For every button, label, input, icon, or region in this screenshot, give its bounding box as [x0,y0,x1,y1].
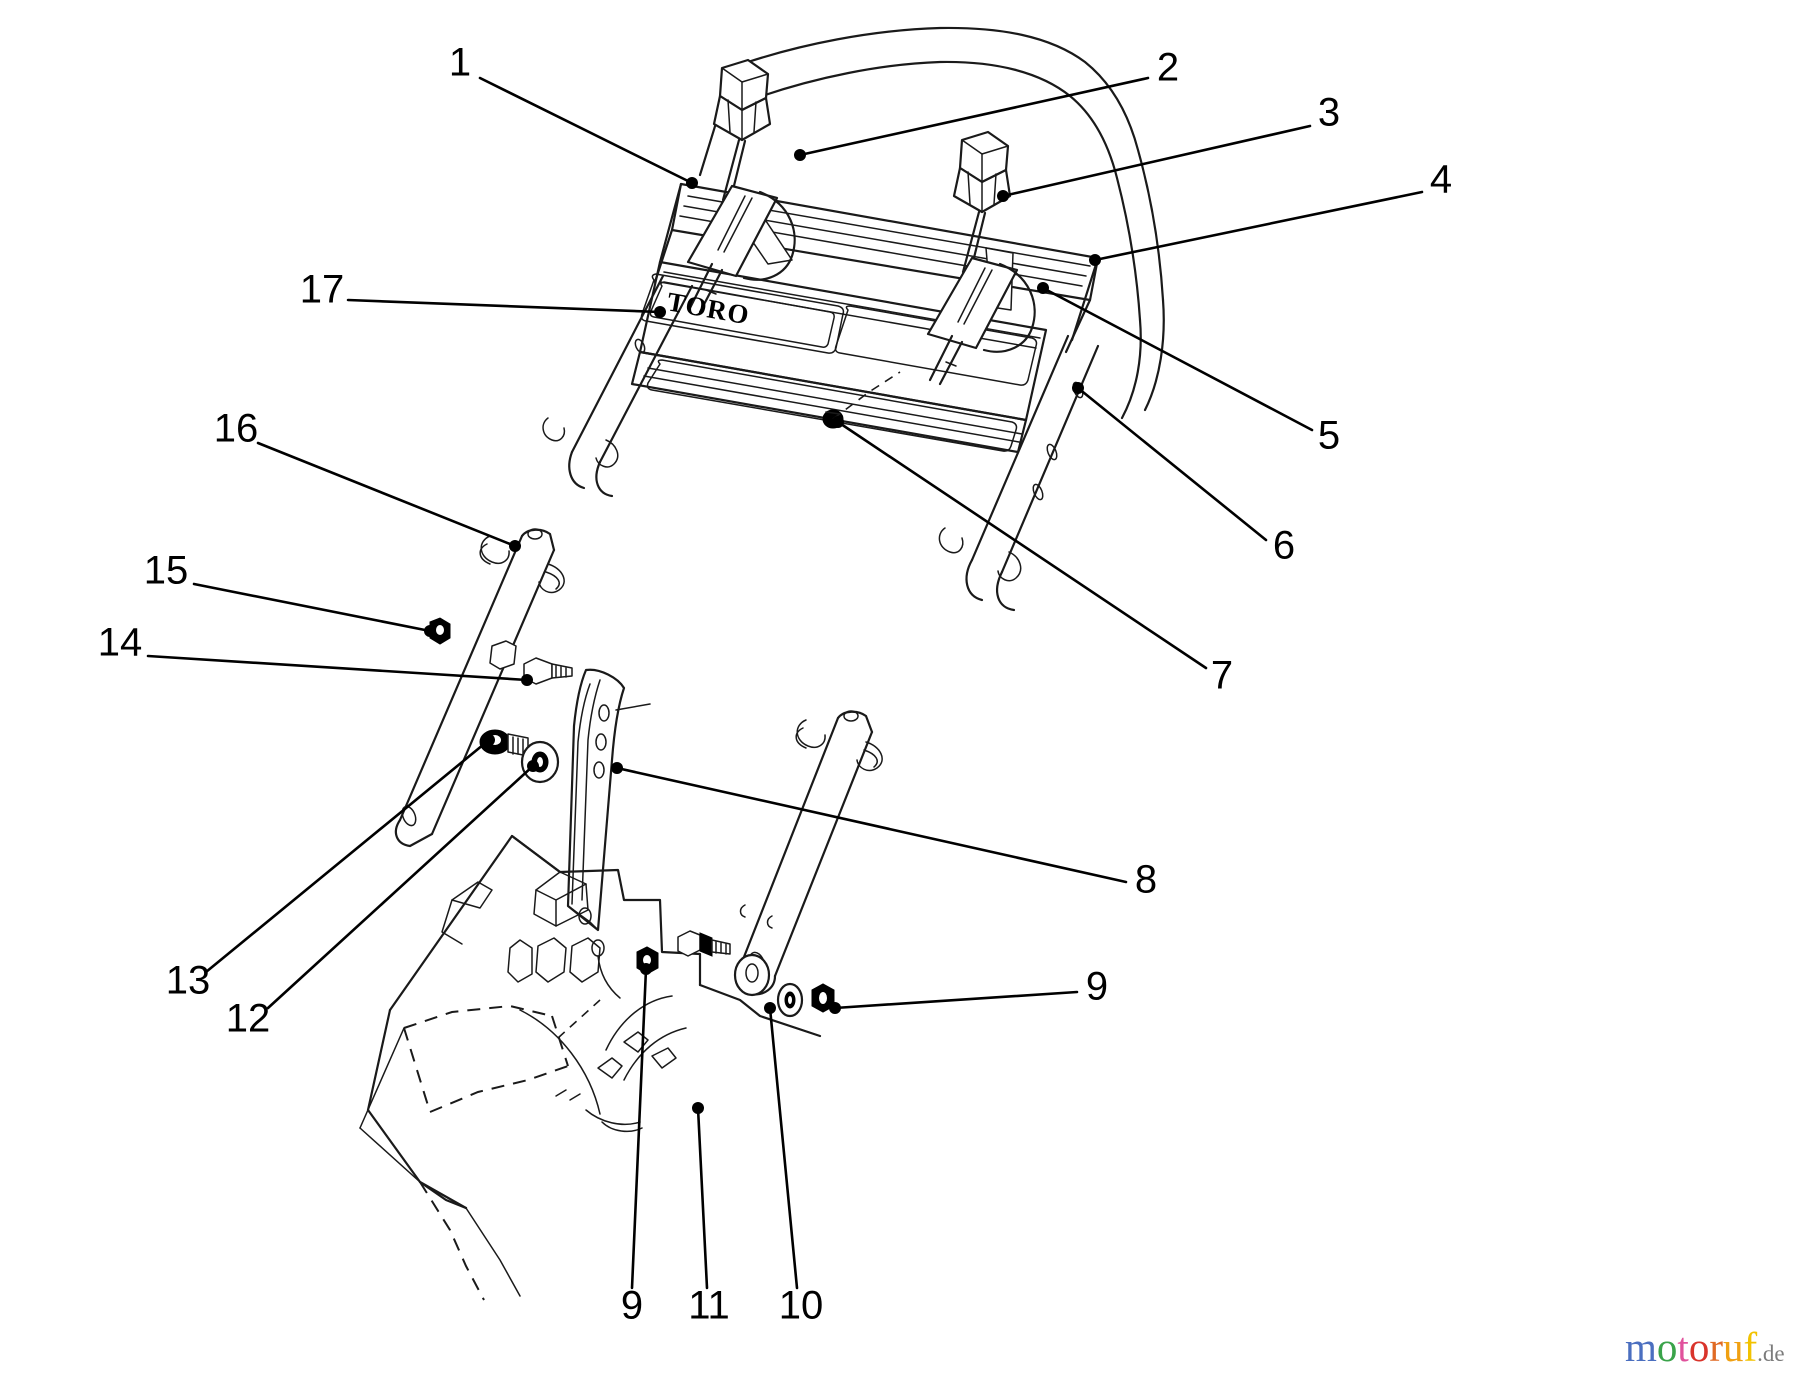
callout-3: 3 [997,91,1340,202]
leader-line-9 [630,967,648,1290]
callout-number-4: 4 [1430,158,1452,202]
toro-decal-text: TORO [665,286,752,330]
mower-deck-housing [359,834,822,1301]
callout-5: 5 [1037,282,1340,458]
callout-number-9: 9 [621,1284,643,1328]
left-control-lever [686,58,796,314]
leader-line-12 [266,764,535,1010]
leader-dot-7 [832,416,844,428]
leader-line-16 [256,441,517,548]
callout-number-11: 11 [688,1284,730,1328]
callout-number-7: 7 [1211,654,1233,698]
watermark-letter: m [1625,1324,1657,1370]
callout-2: 2 [794,46,1179,161]
callout-9: 9 [829,965,1108,1014]
callout-number-15: 15 [144,549,189,593]
leader-dot-17 [654,306,666,318]
leader-dot-10 [764,1002,776,1014]
leader-line-2 [798,76,1150,157]
callout-1: 1 [449,41,698,189]
leader-dot-6 [1072,382,1084,394]
right-lower-handle-tube [734,710,883,996]
callout-number-17: 17 [300,268,345,312]
leader-dot-11 [692,1102,704,1114]
leader-dot-1 [686,177,698,189]
spacer-sleeve [489,640,517,670]
callout-number-6: 6 [1273,524,1295,568]
callout-8: 8 [611,762,1157,902]
leader-dot-4 [1089,254,1101,266]
callout-16: 16 [214,407,521,552]
callout-number-14: 14 [98,621,143,665]
shoulder-bolt-11 [677,930,731,957]
right-upper-handle-tube [938,334,1100,612]
watermark-letter: o [1656,1324,1678,1370]
left-upper-handle-tube [542,274,694,498]
leader-dot-2 [794,149,806,161]
callout-11: 11 [688,1102,730,1328]
callout-number-13: 13 [166,959,211,1003]
callout-7: 7 [832,416,1233,698]
leader-line-11 [696,1106,709,1290]
leader-line-8 [615,766,1128,884]
leader-line-9 [833,990,1079,1010]
leader-line-14 [146,654,529,682]
callout-number-10: 10 [779,1284,824,1328]
callout-14: 14 [98,621,533,686]
leader-line-17 [346,298,662,314]
callout-12: 12 [226,760,539,1041]
hardware-items [429,617,835,1018]
leader-line-7 [836,420,1208,670]
callout-number-8: 8 [1135,858,1157,902]
leader-dot-3 [997,190,1009,202]
leader-line-10 [768,1006,799,1290]
flat-washer-10 [776,982,804,1018]
leader-dot-8 [611,762,623,774]
callout-15: 15 [144,549,436,637]
leader-line-6 [1076,386,1268,542]
callout-number-3: 3 [1318,91,1340,135]
leader-line-15 [192,582,432,633]
leader-dot-9 [640,963,652,975]
callout-number-5: 5 [1318,414,1340,458]
leader-line-3 [1001,124,1312,198]
callout-13: 13 [166,734,495,1003]
callout-17: 17 [300,268,666,318]
handle-pivot-ear [733,953,771,997]
flat-washer-12 [520,740,560,784]
watermark-letter: f [1743,1324,1758,1370]
callout-number-9: 9 [1086,965,1108,1009]
watermark-letter: t [1677,1324,1689,1370]
leader-line-4 [1093,190,1424,262]
leader-line-13 [204,738,491,974]
callout-number-2: 2 [1157,46,1179,90]
leader-dot-13 [483,734,495,746]
watermark-letter: u [1722,1324,1744,1370]
leader-line-5 [1041,286,1314,432]
right-control-lever [926,130,1036,386]
leader-dot-16 [509,540,521,552]
callout-10: 10 [764,1002,823,1328]
leader-dot-12 [527,760,539,772]
left-lower-handle-tube [394,528,565,848]
leader-line-1 [478,76,694,185]
callout-6: 6 [1072,382,1295,568]
handle-mounting-bracket [566,668,651,932]
leader-dot-15 [424,625,436,637]
leader-dot-14 [521,674,533,686]
callout-9: 9 [621,963,652,1328]
leader-dot-9 [829,1002,841,1014]
watermark-letter: o [1688,1324,1710,1370]
leader-dot-5 [1037,282,1049,294]
locknut-15 [429,617,451,645]
watermark-letter: r [1709,1324,1723,1370]
callout-number-16: 16 [214,407,259,451]
callout-4: 4 [1089,158,1452,266]
callout-number-12: 12 [226,997,271,1041]
motoruf-watermark: motoruf.de [1625,1327,1785,1368]
watermark-suffix: .de [1757,1341,1785,1366]
callout-number-1: 1 [449,41,471,85]
